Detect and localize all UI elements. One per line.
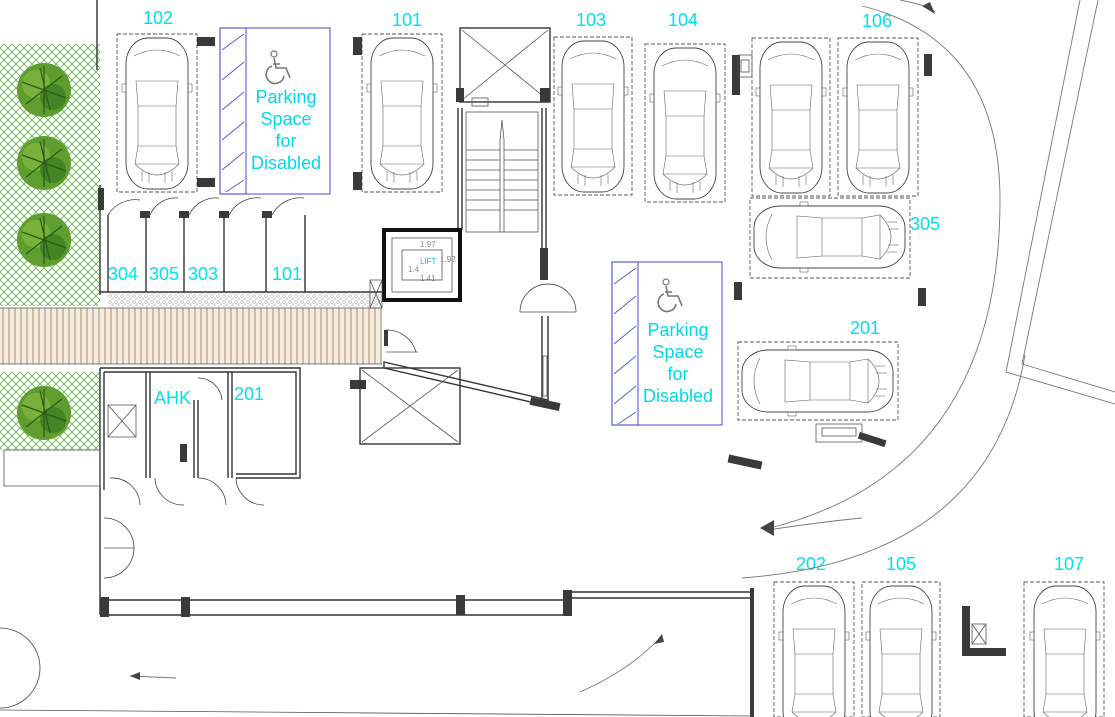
stair-treads xyxy=(466,119,538,232)
storage-label: 304 xyxy=(108,264,138,284)
storage-label: 303 xyxy=(188,264,218,284)
tree-icon xyxy=(16,62,72,118)
parking-side-spaces: 305 201 xyxy=(727,197,940,470)
wheelchair-icon xyxy=(265,50,291,85)
disabled-parking-space: Parking Space for Disabled xyxy=(611,261,723,426)
storage-label: 101 xyxy=(272,264,302,284)
car-icon xyxy=(121,37,193,190)
storage-block: 304 305 303 101 xyxy=(98,185,382,295)
car-icon xyxy=(778,585,850,717)
parking-label: 107 xyxy=(1054,554,1084,574)
parking-row-top-left: 102 Parking Space for Disabled 101 xyxy=(116,8,443,195)
car-icon xyxy=(755,41,827,194)
lift-label: LIFT xyxy=(420,257,437,266)
lift-dimension: 1.92 xyxy=(440,255,456,264)
parking-label: 106 xyxy=(862,11,892,31)
disabled-space-text: Disabled xyxy=(251,153,321,173)
parking-label: 105 xyxy=(886,554,916,574)
disabled-space-text: Parking xyxy=(647,320,708,340)
car-icon xyxy=(753,201,906,273)
parking-label: 101 xyxy=(392,10,422,30)
parking-label: 305 xyxy=(910,214,940,234)
parking-row-top-right: 103 104 106 xyxy=(553,10,932,203)
car-icon xyxy=(366,37,438,190)
lift-shaft: LIFT 1.97 1.92 1.4 1.41 xyxy=(369,228,462,309)
room-label: 201 xyxy=(234,384,264,404)
parking-label: 201 xyxy=(850,318,880,338)
lower-rooms: AHK 201 xyxy=(3,367,301,615)
parking-label: 202 xyxy=(796,554,826,574)
tree-icon xyxy=(16,135,72,191)
parking-label: 104 xyxy=(668,10,698,30)
room-label-ahk: AHK xyxy=(154,388,191,408)
vegetation-strip xyxy=(0,0,100,450)
storage-label: 305 xyxy=(149,264,179,284)
parking-row-bottom: 202 105 107 xyxy=(773,554,1105,717)
disabled-space-text: Space xyxy=(652,342,703,362)
car-icon xyxy=(557,40,629,193)
car-icon xyxy=(842,41,914,194)
drive-route xyxy=(741,0,1115,579)
parking-label: 103 xyxy=(576,10,606,30)
disabled-space-text: Space xyxy=(260,109,311,129)
disabled-space-text: Disabled xyxy=(643,386,713,406)
disabled-space-text: Parking xyxy=(255,87,316,107)
lift-dimension: 1.97 xyxy=(420,240,436,249)
stair-lift-core: LIFT 1.97 1.92 1.4 1.41 xyxy=(350,27,577,445)
car-icon xyxy=(865,585,937,717)
disabled-space-text: for xyxy=(667,364,688,384)
parking-label: 102 xyxy=(143,8,173,28)
car-icon xyxy=(649,47,721,200)
car-icon xyxy=(741,345,894,417)
tree-icon xyxy=(16,385,72,441)
lift-dimension: 1.41 xyxy=(420,274,436,283)
disabled-parking-space: Parking Space for Disabled xyxy=(219,27,331,195)
car-icon xyxy=(1029,585,1101,717)
tree-icon xyxy=(16,212,72,268)
disabled-space-text: for xyxy=(275,131,296,151)
walkway xyxy=(0,293,382,365)
wheelchair-icon xyxy=(657,278,683,313)
building-bottom xyxy=(0,517,754,717)
lift-dimension: 1.4 xyxy=(408,265,420,274)
